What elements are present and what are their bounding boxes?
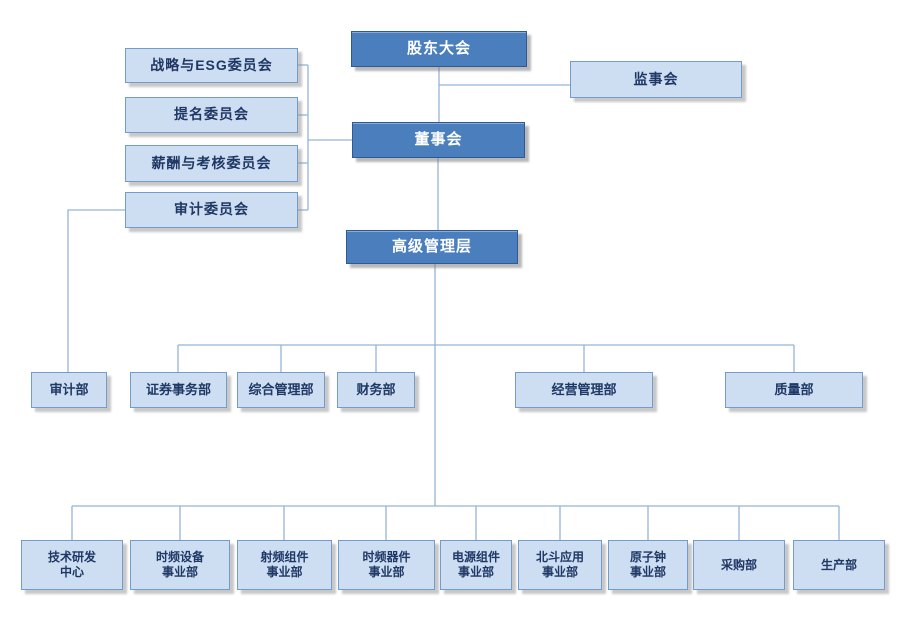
node-nomination-committee: 提名委员会: [125, 97, 298, 133]
node-securities-affairs-dept: 证券事务部: [130, 372, 227, 408]
node-finance-dept: 财务部: [337, 372, 415, 408]
node-beidou-applications-div: 北斗应用 事业部: [518, 540, 602, 590]
node-shareholders-meeting: 股东大会: [351, 31, 527, 67]
node-senior-management: 高级管理层: [346, 230, 518, 264]
node-remuneration-committee: 薪酬与考核委员会: [125, 145, 298, 182]
node-general-management-dept: 综合管理部: [237, 372, 325, 408]
node-strategy-esg-committee: 战略与ESG委员会: [125, 48, 298, 83]
connector-audit: [67, 209, 125, 372]
node-procurement-dept: 采购部: [693, 540, 785, 590]
node-board-of-directors: 董事会: [352, 122, 525, 158]
node-rf-components-div: 射频组件 事业部: [237, 540, 332, 590]
node-atomic-clock-div: 原子钟 事业部: [608, 540, 688, 590]
node-audit-committee: 审计委员会: [125, 192, 298, 228]
node-supervisory-board: 监事会: [570, 61, 742, 98]
node-audit-dept: 审计部: [31, 372, 107, 408]
node-production-dept: 生产部: [793, 540, 885, 590]
node-quality-dept: 质量部: [725, 372, 863, 408]
node-time-freq-devices-div: 时频器件 事业部: [338, 540, 435, 590]
node-power-components-div: 电源组件 事业部: [440, 540, 512, 590]
node-tech-rd-center: 技术研发 中心: [21, 540, 123, 590]
node-operations-management-dept: 经营管理部: [515, 372, 653, 408]
node-time-freq-equipment-div: 时频设备 事业部: [130, 540, 230, 590]
